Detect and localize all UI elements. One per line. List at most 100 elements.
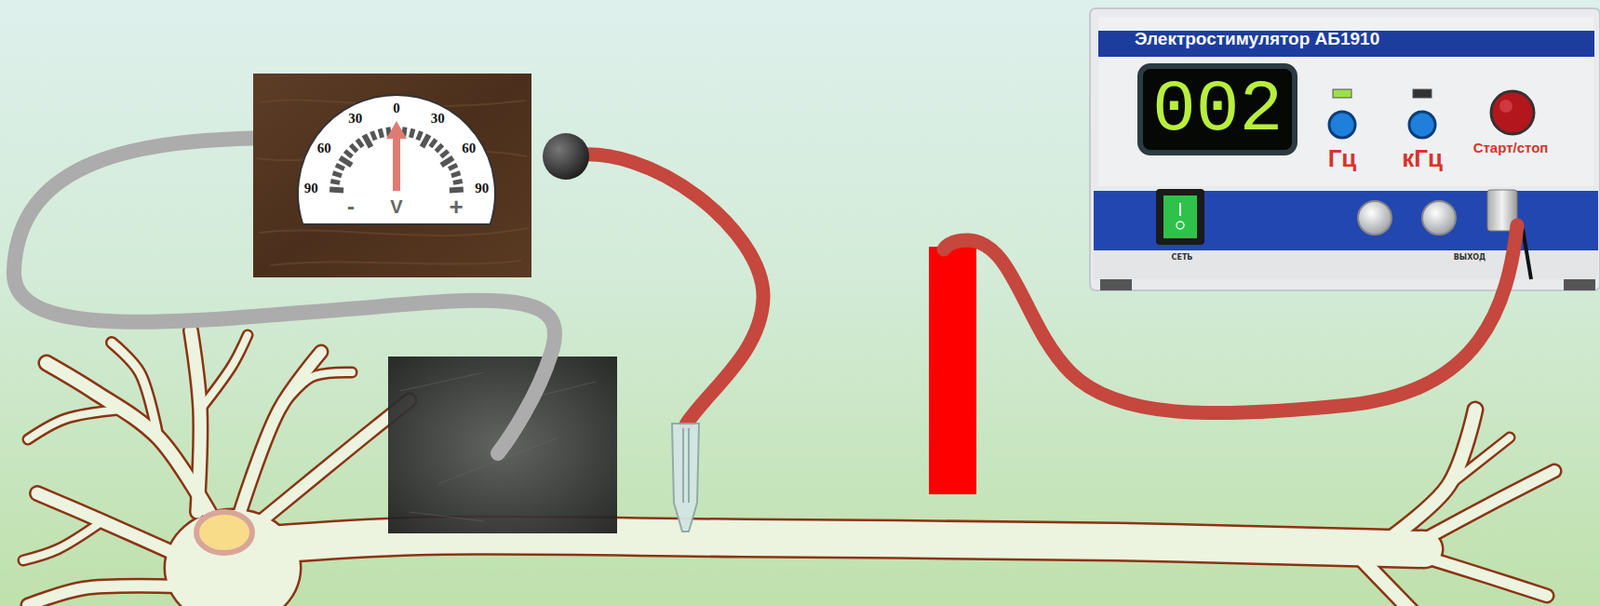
led-on	[1332, 89, 1352, 98]
button-label: Гц	[1328, 145, 1358, 173]
dial-tick	[339, 157, 352, 165]
scale-number: 30	[430, 110, 445, 127]
dial-tick	[449, 186, 464, 193]
label-anchor: 0	[392, 100, 401, 117]
scale-number: 90	[304, 180, 319, 197]
foot	[1563, 279, 1596, 291]
start-button	[1491, 91, 1534, 135]
dial-tick	[363, 134, 371, 148]
knob	[1357, 201, 1392, 235]
nucleus	[196, 511, 253, 553]
device-case	[1089, 8, 1600, 291]
neurite	[46, 363, 215, 522]
dial-tick	[451, 173, 461, 176]
wood-box	[253, 73, 532, 278]
dial-tick	[435, 145, 443, 152]
neurite-outline	[1414, 553, 1547, 596]
soma-outline	[163, 508, 303, 606]
neurite	[111, 342, 159, 438]
label-anchor: -	[347, 194, 355, 219]
neurite	[1414, 553, 1547, 596]
dial-tick	[417, 131, 422, 140]
label-anchor: 90	[474, 180, 489, 197]
neurite-outline	[260, 400, 410, 522]
neurite	[27, 585, 177, 606]
knob	[1422, 201, 1456, 235]
dial-tick	[345, 150, 353, 157]
dial-tick	[421, 134, 429, 148]
switch-mark	[1179, 202, 1182, 216]
red-wire	[565, 154, 764, 425]
neurite	[27, 409, 122, 440]
label-anchor: ВЫХОД	[1453, 254, 1486, 263]
dial-tick	[453, 181, 463, 184]
stimulator-device	[1089, 8, 1600, 291]
neurite-outline	[200, 335, 248, 410]
power-switch	[1156, 188, 1205, 245]
neurite	[1358, 556, 1415, 606]
switch-mark	[1176, 221, 1184, 229]
neurite-outline	[23, 521, 103, 561]
neurite	[190, 330, 201, 512]
soma	[165, 510, 300, 606]
button-label: Старт/стоп	[1473, 140, 1549, 157]
black-lead	[1522, 228, 1532, 280]
label-anchor: 60	[461, 139, 476, 156]
neuron	[23, 330, 1555, 606]
electrode-ball	[542, 133, 590, 180]
label-anchor: Гц	[1328, 145, 1358, 173]
neurite-outline	[27, 409, 122, 440]
pipette-filament	[683, 428, 689, 503]
voltmeter	[253, 73, 532, 278]
dial-tick	[329, 186, 344, 193]
panel-marking: СЕТЬ	[1171, 254, 1194, 263]
khz-button	[1409, 111, 1436, 138]
dial-tick	[448, 164, 458, 169]
dial-tick	[350, 145, 358, 152]
dial-tick	[441, 157, 454, 165]
micro-electrode	[672, 423, 700, 532]
button-label: кГц	[1401, 145, 1443, 173]
panel-marking: ВЫХОД	[1453, 254, 1486, 263]
dial-tick	[357, 139, 364, 148]
scale-number: 90	[474, 180, 489, 197]
hz-button	[1329, 111, 1356, 138]
polarity-sign: +	[448, 193, 463, 221]
bottom-strip	[1093, 250, 1599, 280]
switch-rocker	[1163, 195, 1197, 239]
scale-number: 0	[392, 100, 401, 117]
neurite	[23, 521, 103, 561]
scale-number: 30	[348, 110, 363, 127]
dial-tick	[410, 128, 413, 138]
neurite-outline	[279, 372, 352, 410]
neurite-outline	[27, 585, 177, 606]
neurite	[269, 535, 1425, 550]
needle-tip	[386, 121, 407, 139]
neurite	[260, 400, 410, 522]
label-anchor: +	[448, 193, 463, 221]
device-title: Электростимулятор АБ1910	[1134, 13, 1380, 66]
dial-tick	[371, 131, 376, 140]
scale-number: 60	[461, 139, 476, 156]
neurite-outline	[269, 535, 1425, 550]
button-highlight	[1499, 99, 1513, 113]
foot	[1100, 279, 1132, 291]
dial-face	[297, 94, 496, 225]
needle	[392, 133, 401, 191]
glass-pipette	[672, 423, 700, 532]
label-anchor: Старт/стоп	[1473, 140, 1549, 157]
dial-tick	[441, 150, 449, 157]
neurite	[1448, 437, 1510, 486]
display-digits: 002	[1152, 73, 1283, 147]
neurite-outline	[46, 363, 215, 522]
unit-symbol: V	[389, 196, 403, 217]
polarity-sign: -	[347, 194, 355, 219]
dial-tick	[333, 173, 343, 176]
neurite	[279, 372, 352, 410]
neurite	[1414, 470, 1555, 545]
label-anchor: 60	[317, 139, 332, 156]
